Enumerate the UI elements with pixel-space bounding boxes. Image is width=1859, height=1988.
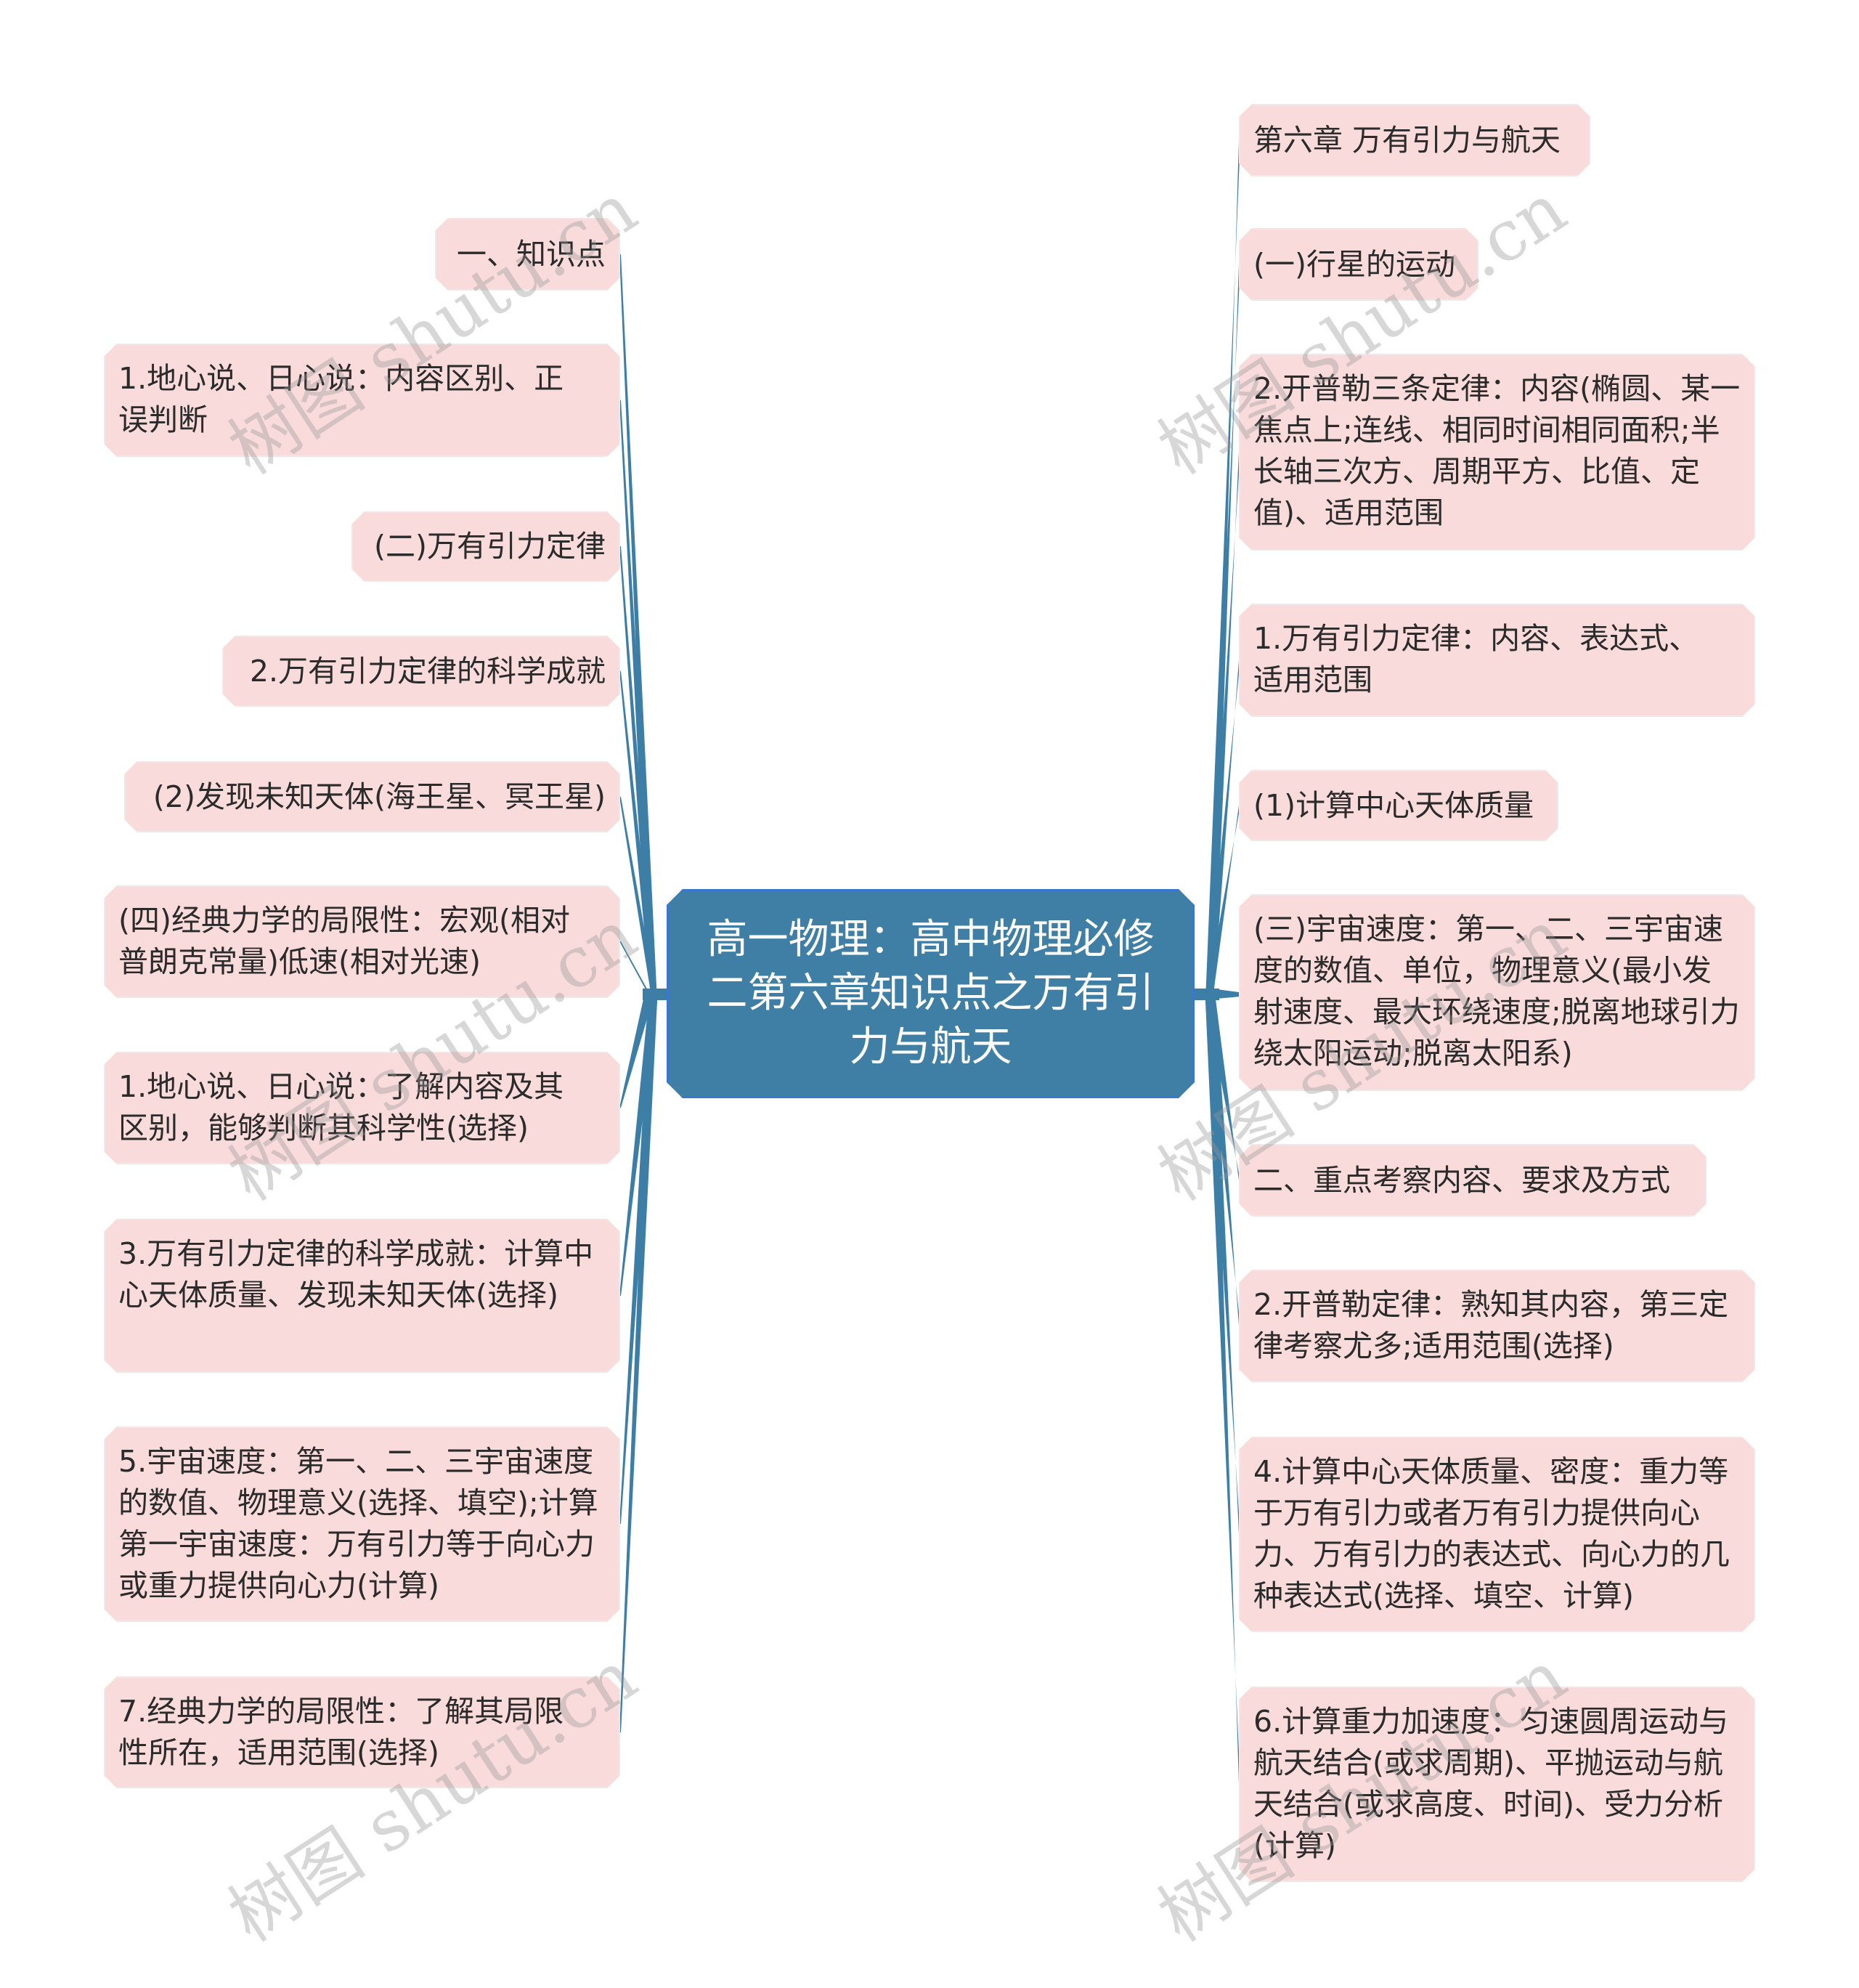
topic-chapter-six[interactable]: 第六章 万有引力与航天 <box>1239 104 1590 177</box>
topic-label: 6.计算重力加速度：匀速圆周运动与航天结合(或求周期)、平抛运动与航天结合(或求… <box>1253 1704 1729 1863</box>
topic-label: (四)经典力学的局限性：宏观(相对普朗克常量)低速(相对光速) <box>118 903 570 979</box>
topic-kepler-three-laws[interactable]: 2.开普勒三条定律：内容(椭圆、某一焦点上;连线、相同时间相同面积;半长轴三次方… <box>1239 354 1755 551</box>
topic-knowledge-points[interactable]: 一、知识点 <box>435 218 620 291</box>
topic-classical-mechanics-exam[interactable]: 7.经典力学的局限性：了解其局限性所在，适用范围(选择) <box>104 1676 620 1788</box>
topic-label: 2.开普勒三条定律：内容(椭圆、某一焦点上;连线、相同时间相同面积;半长轴三次方… <box>1253 371 1741 530</box>
topic-classical-mechanics-limits[interactable]: (四)经典力学的局限性：宏观(相对普朗克常量)低速(相对光速) <box>104 885 620 998</box>
topic-label: 4.计算中心天体质量、密度：重力等于万有引力或者万有引力提供向心力、万有引力的表… <box>1253 1454 1730 1613</box>
topic-gravitation-law-content[interactable]: 1.万有引力定律：内容、表达式、适用范围 <box>1239 604 1755 717</box>
topic-kepler-laws-exam[interactable]: 2.开普勒定律：熟知其内容，第三定律考察尤多;适用范围(选择) <box>1239 1270 1755 1382</box>
topic-mass-density-exam[interactable]: 4.计算中心天体质量、密度：重力等于万有引力或者万有引力提供向心力、万有引力的表… <box>1239 1437 1755 1632</box>
topic-label: (2)发现未知天体(海王星、冥王星) <box>152 779 606 814</box>
topic-cosmic-velocity[interactable]: (三)宇宙速度：第一、二、三宇宙速度的数值、单位，物理意义(最小发射速度、最大环… <box>1239 894 1755 1091</box>
topic-label: 第六章 万有引力与航天 <box>1253 122 1561 158</box>
topic-label: (二)万有引力定律 <box>374 529 606 564</box>
topic-geocentric-heliocentric[interactable]: 1.地心说、日心说：内容区别、正误判断 <box>104 344 620 457</box>
topic-label: (1)计算中心天体质量 <box>1253 787 1534 823</box>
topic-label: 1.万有引力定律：内容、表达式、适用范围 <box>1253 621 1699 697</box>
topic-label: (三)宇宙速度：第一、二、三宇宙速度的数值、单位，物理意义(最小发射速度、最大环… <box>1253 912 1740 1071</box>
topic-geocentric-understanding[interactable]: 1.地心说、日心说：了解内容及其区别，能够判断其科学性(选择) <box>104 1052 620 1164</box>
topic-label: 1.地心说、日心说：了解内容及其区别，能够判断其科学性(选择) <box>118 1069 564 1145</box>
topic-label: 5.宇宙速度：第一、二、三宇宙速度的数值、物理意义(选择、填空);计算第一宇宙速… <box>118 1444 598 1603</box>
topic-key-exam-content[interactable]: 二、重点考察内容、要求及方式 <box>1239 1144 1707 1217</box>
topic-scientific-achievements[interactable]: 2.万有引力定律的科学成就 <box>222 636 620 707</box>
topic-label: 2.万有引力定律的科学成就 <box>249 653 606 689</box>
topic-discover-unknown-bodies[interactable]: (2)发现未知天体(海王星、冥王星) <box>124 761 620 832</box>
topic-label: 一、知识点 <box>457 236 606 272</box>
topic-label: 3.万有引力定律的科学成就：计算中心天体质量、发现未知天体(选择) <box>118 1236 594 1313</box>
topic-cosmic-velocity-exam[interactable]: 5.宇宙速度：第一、二、三宇宙速度的数值、物理意义(选择、填空);计算第一宇宙速… <box>104 1427 620 1622</box>
topic-gravity-acceleration-exam[interactable]: 6.计算重力加速度：匀速圆周运动与航天结合(或求周期)、平抛运动与航天结合(或求… <box>1239 1687 1755 1882</box>
topic-label: 7.经典力学的局限性：了解其局限性所在，适用范围(选择) <box>118 1694 564 1770</box>
topic-label: 2.开普勒定律：熟知其内容，第三定律考察尤多;适用范围(选择) <box>1253 1287 1729 1363</box>
topic-central-body-mass[interactable]: (1)计算中心天体质量 <box>1239 770 1558 841</box>
root-topic-label: 高一物理：高中物理必修二第六章知识点之万有引力与航天 <box>707 916 1155 1071</box>
topic-planetary-motion[interactable]: (一)行星的运动 <box>1239 228 1478 301</box>
topic-label: (一)行星的运动 <box>1253 246 1455 282</box>
topic-label: 二、重点考察内容、要求及方式 <box>1253 1162 1670 1198</box>
root-topic[interactable]: 高一物理：高中物理必修二第六章知识点之万有引力与航天 <box>667 889 1195 1098</box>
topic-gravitation-achievements-exam[interactable]: 3.万有引力定律的科学成就：计算中心天体质量、发现未知天体(选择) <box>104 1219 620 1373</box>
topic-label: 1.地心说、日心说：内容区别、正误判断 <box>118 361 564 437</box>
topic-universal-gravitation-law[interactable]: (二)万有引力定律 <box>351 511 620 582</box>
